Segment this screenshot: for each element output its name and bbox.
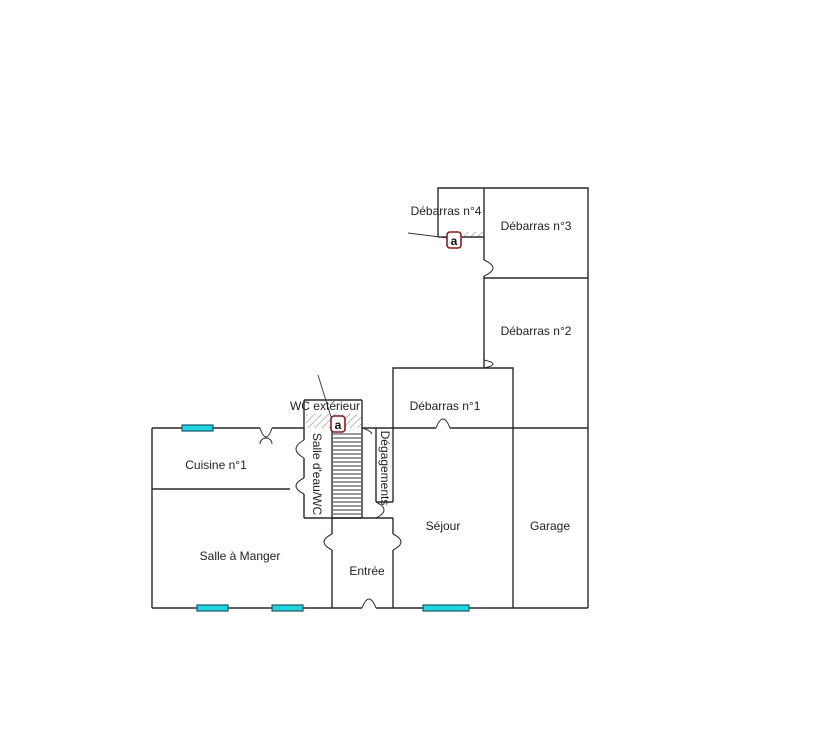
staircase xyxy=(333,433,361,515)
label-salle-eau-wc: Salle d'eau/WC xyxy=(310,433,324,516)
svg-text:a: a xyxy=(335,418,342,432)
debarras4-hatch xyxy=(462,232,484,238)
label-cuisine: Cuisine n°1 xyxy=(185,458,247,472)
pointer-line xyxy=(317,374,333,421)
label-debarras3: Débarras n°3 xyxy=(501,219,572,233)
pointer-line xyxy=(407,232,449,239)
marker-wc: a xyxy=(330,415,346,433)
door-swings xyxy=(259,259,494,609)
label-garage: Garage xyxy=(530,519,570,533)
windows xyxy=(181,424,470,612)
label-sejour: Séjour xyxy=(426,519,461,533)
window xyxy=(271,604,304,612)
label-degagements: Dégagements xyxy=(378,431,392,506)
label-debarras1: Débarras n°1 xyxy=(410,399,481,413)
window xyxy=(196,604,229,612)
room-labels: Débarras n°4 Débarras n°3 Débarras n°2 D… xyxy=(185,204,571,578)
label-wc-exterieur: WC extérieur xyxy=(290,399,360,413)
window xyxy=(422,604,470,612)
label-debarras2: Débarras n°2 xyxy=(501,324,572,338)
marker-debarras4: a xyxy=(446,231,462,249)
label-entree: Entrée xyxy=(349,564,385,578)
label-salle-a-manger: Salle à Manger xyxy=(200,549,281,563)
label-debarras4: Débarras n°4 xyxy=(411,204,482,218)
walls xyxy=(151,187,589,609)
svg-text:a: a xyxy=(451,234,458,248)
window xyxy=(181,424,214,432)
